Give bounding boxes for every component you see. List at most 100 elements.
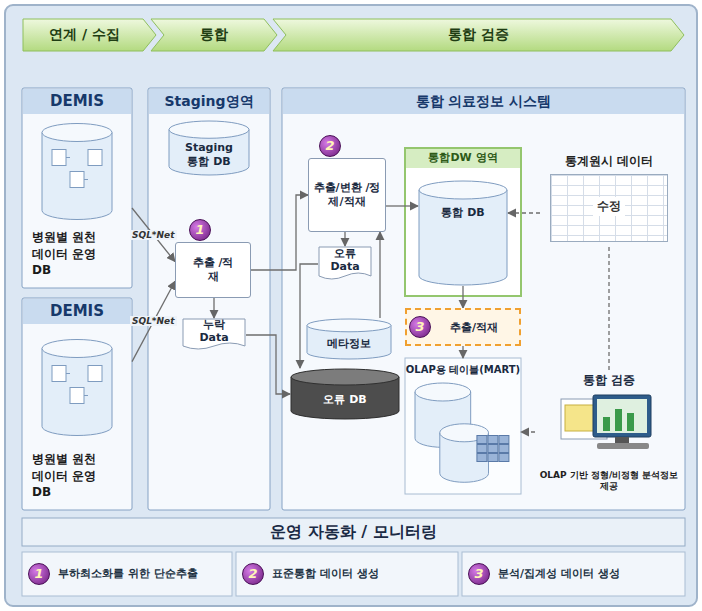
mart-cylinder-top	[415, 383, 471, 401]
document-shape	[183, 319, 245, 349]
node-text: 수정	[593, 197, 625, 216]
database-cylinder-top	[291, 369, 399, 385]
node-text: OLAP용 테이블(MART)	[406, 363, 520, 377]
box-node: 추출/변환 /정제/적재	[308, 158, 386, 232]
panel-ground	[282, 88, 685, 510]
mart-panel-ground	[405, 358, 521, 494]
bar-node: 운영 자동화 / 모니터링	[22, 518, 685, 546]
cyl-node: 통합 DB	[418, 180, 508, 286]
node-text: 통계원시 데이터	[565, 153, 653, 170]
cube-cell	[499, 454, 509, 462]
cylinder-shape	[418, 180, 508, 286]
table-icon	[88, 366, 102, 382]
connector	[608, 246, 609, 370]
cube-cell	[488, 454, 498, 462]
database-illustration	[22, 114, 132, 229]
callout-number: 2	[242, 563, 264, 585]
cube-cell	[488, 445, 498, 453]
panel-ground	[22, 298, 132, 510]
cube-cell	[499, 436, 509, 444]
leg-node: 표준통합 데이터 생성	[236, 552, 458, 596]
legend-box-ground	[236, 552, 458, 596]
node-text: 병원별 원천데이터 운영 DB	[32, 229, 100, 278]
verification-illustration	[535, 389, 683, 470]
node-text: 부하최소화를 위한 단순추출	[58, 567, 198, 581]
cyl-node: 메타정보	[306, 318, 392, 360]
callout-number: 1	[28, 563, 50, 585]
callout-number: 2	[319, 135, 341, 157]
connector	[462, 346, 463, 358]
doc-node: 오류 Data	[318, 246, 372, 282]
document-shape	[319, 247, 371, 279]
chev-node: 통합	[150, 18, 278, 52]
cyl-node: Staging 통합 DB	[168, 120, 250, 176]
node-text: 추출/적재	[450, 320, 498, 335]
illustration-area	[405, 377, 521, 494]
node-text: Staging 통합 DB	[178, 141, 240, 169]
table-icon	[70, 388, 84, 404]
demis-node: DEMIS병원별 원천데이터 운영 DB	[22, 88, 132, 288]
dw-node: 통합DW 영역통합 DB	[405, 148, 521, 296]
database-cylinder-top	[419, 181, 507, 199]
connector	[508, 212, 540, 213]
chev-node: 연계 / 수집	[22, 18, 157, 52]
table-icon	[52, 366, 66, 382]
cyl-node: 오류 DB	[290, 368, 400, 420]
cube-cell	[477, 436, 487, 444]
spreadsheet-picture: 수정	[550, 174, 668, 242]
panel-ground	[22, 88, 132, 288]
node-text: 추출 /적재	[188, 256, 238, 285]
connector	[379, 232, 380, 318]
stat-node: 통계원시 데이터수정	[540, 150, 678, 246]
connector	[386, 205, 418, 206]
dw-panel-ground	[405, 148, 521, 296]
monitoring-bar	[22, 518, 685, 546]
mart-illustration	[405, 377, 521, 494]
node-text: 연계 / 수집	[49, 26, 120, 44]
node-text: 오류 DB	[323, 393, 366, 407]
panel-header	[23, 299, 131, 324]
dw-panel-header	[406, 149, 520, 168]
chevron-arrow	[23, 19, 156, 51]
illustration-area	[535, 389, 683, 470]
connector	[521, 431, 535, 432]
node-text: 운영 자동화 / 모니터링	[270, 522, 437, 543]
node-text: 추출/변환 /정제/적재	[313, 181, 381, 210]
node-text: 통합 의료정보 시스템	[416, 88, 552, 114]
cube-cell	[477, 445, 487, 453]
monitor-display	[597, 399, 647, 433]
connector	[246, 335, 290, 394]
table-link	[66, 374, 88, 396]
panel-header	[283, 89, 684, 114]
verify-node: 통합 검증OLAP 기반 정형/비정형 분석정보제공	[535, 370, 683, 494]
chart-bar	[615, 409, 622, 431]
database-cylinder-top	[169, 121, 249, 138]
table-link	[66, 158, 88, 180]
edge-label: SQL*Net	[130, 230, 177, 240]
node-text: 통합DW 영역	[428, 148, 497, 168]
mart-node: OLAP용 테이블(MART)	[405, 358, 521, 494]
frame-ground	[5, 5, 697, 606]
legend-box-ground	[462, 552, 685, 596]
chart-bar	[627, 413, 634, 431]
panel-ground	[148, 88, 270, 510]
connector	[344, 232, 345, 246]
source-database	[42, 133, 112, 220]
demis-node: DEMIS병원별 원천데이터 운영 DB	[22, 298, 132, 510]
connector	[462, 286, 463, 308]
node-text: 통합 검증	[448, 26, 509, 44]
chevron-arrow	[151, 19, 277, 51]
illustration-area	[22, 324, 132, 451]
panel-node: 통합 의료정보 시스템추출/변환 /정제/적재오류 Data 통합DW 영역통합 …	[282, 88, 685, 510]
legend-box-ground	[22, 552, 232, 596]
cube-cell	[499, 445, 509, 453]
callout-number: 1	[189, 219, 211, 241]
panel-header	[149, 89, 269, 114]
callout-number: 3	[409, 316, 431, 338]
panel-node: Staging영역Staging 통합 DB추출 /적재누락 Data	[148, 88, 270, 510]
cube-cell	[488, 436, 498, 444]
node-text: 통합	[200, 26, 228, 44]
